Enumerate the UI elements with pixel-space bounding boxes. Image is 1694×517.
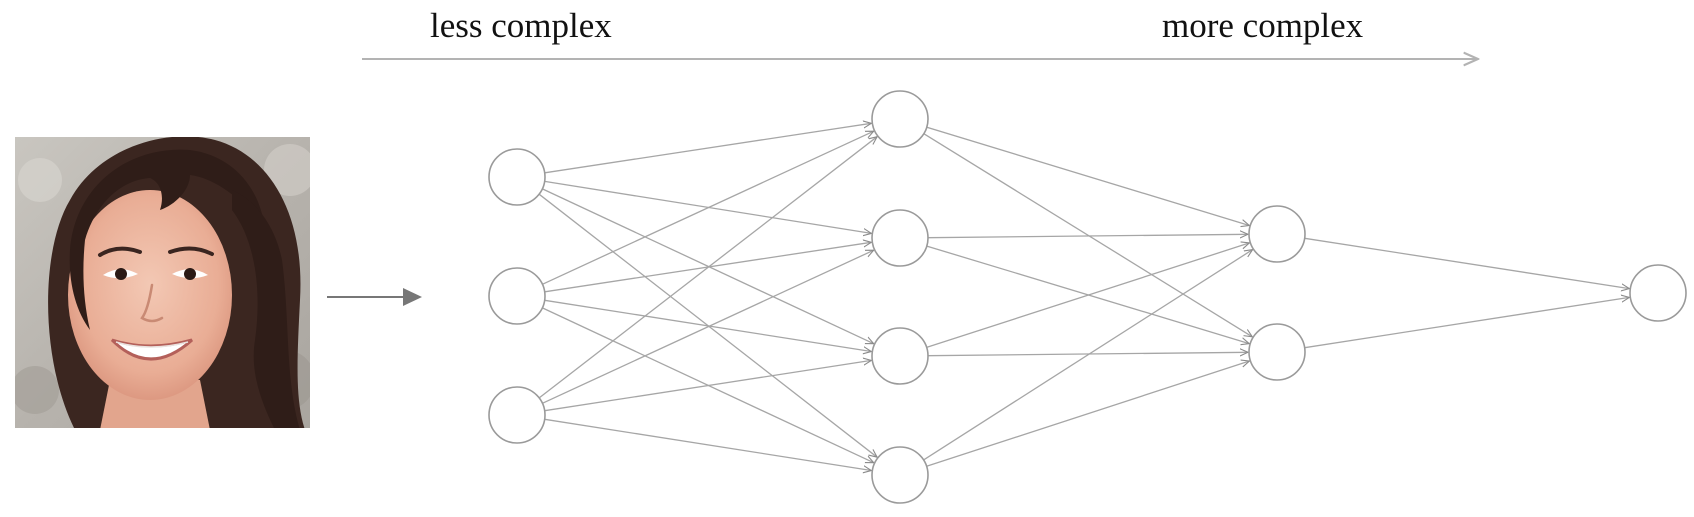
edge-l1n2-to-l2n3 — [544, 299, 872, 351]
edge-l2n3-to-l3n2 — [927, 352, 1248, 355]
network-edges — [538, 123, 1630, 470]
input-arrow — [327, 288, 422, 306]
node-layer2-1 — [871, 90, 929, 148]
node-layer2-2 — [871, 209, 929, 267]
edge-l2n4-to-l3n2 — [926, 361, 1250, 467]
more-complex-label: more complex — [1162, 6, 1364, 45]
edge-l2n3-to-l3n1 — [926, 243, 1250, 349]
node-layer1-3 — [488, 386, 546, 444]
node-layer1-1 — [488, 148, 546, 206]
node-layer3-1 — [1248, 205, 1306, 263]
edge-l1n2-to-l2n1 — [542, 130, 873, 285]
edge-l1n3-to-l2n1 — [538, 137, 877, 399]
node-layer1-2 — [488, 267, 546, 325]
edge-l1n3-to-l2n4 — [544, 418, 872, 470]
node-layer2-4 — [871, 446, 929, 504]
edge-l3n2-to-l4n1 — [1304, 297, 1630, 349]
edge-l2n2-to-l3n1 — [927, 234, 1248, 237]
node-layer3-2 — [1248, 323, 1306, 381]
edge-l2n1-to-l3n1 — [926, 126, 1250, 225]
edge-l1n3-to-l2n3 — [544, 360, 872, 412]
input-face-image — [15, 137, 310, 428]
edge-l2n1-to-l3n2 — [923, 133, 1253, 337]
edge-l3n1-to-l4n1 — [1304, 237, 1630, 288]
node-layer2-3 — [871, 327, 929, 385]
edge-l1n1-to-l2n3 — [542, 188, 873, 345]
less-complex-label: less complex — [430, 6, 612, 45]
node-layer4-1 — [1629, 264, 1687, 322]
network-nodes — [488, 90, 1687, 504]
edge-l1n1-to-l2n1 — [544, 123, 872, 174]
edge-l2n4-to-l3n1 — [923, 250, 1253, 461]
edge-l1n3-to-l2n2 — [542, 249, 873, 404]
